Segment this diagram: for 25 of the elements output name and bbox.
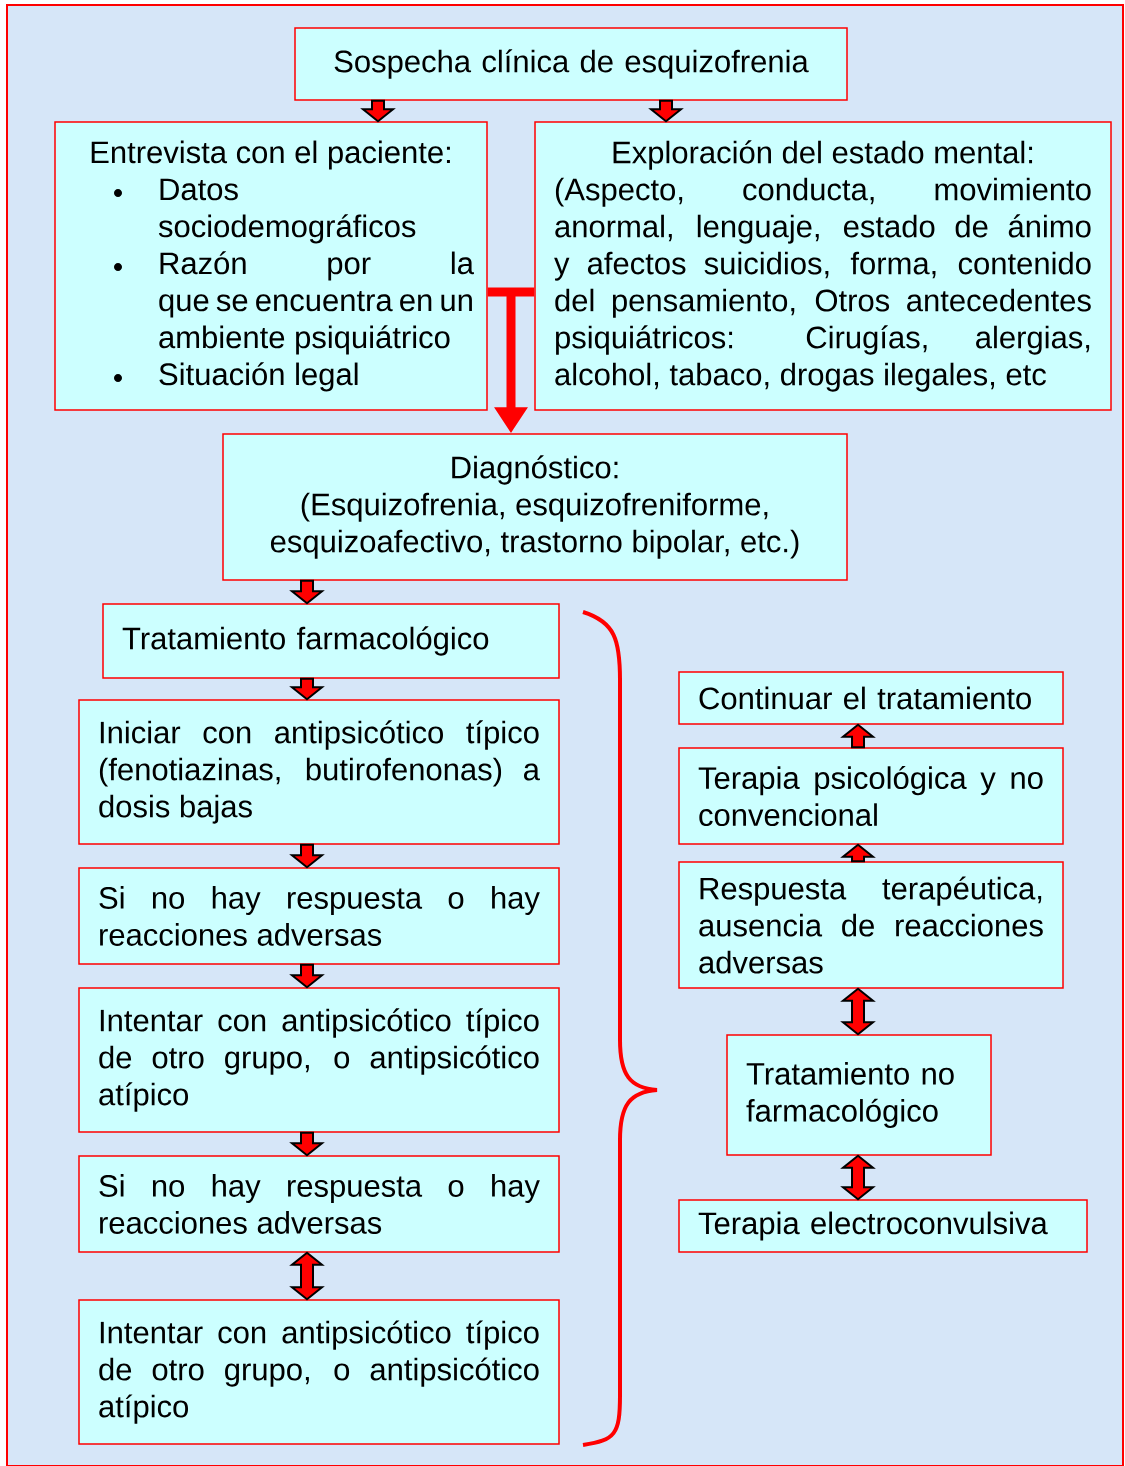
block-arrow — [289, 1131, 325, 1157]
block-arrow — [840, 987, 876, 1036]
block-arrow — [289, 963, 325, 989]
block-arrow — [289, 677, 325, 701]
process-box: Tratamiento farmacológico — [102, 603, 560, 679]
process-box: Exploración del estado mental: (Aspecto, conducta, movimiento anormal, lenguaje, estado de ánimo y afectos suicidios, forma, contenido del pensamiento, Otros antecedentes psiquiátricos: Cirugías, alergias, alcohol, tabaco, drogas ilegales, etc — [534, 121, 1112, 411]
block-arrow — [840, 1154, 876, 1201]
process-box: Terapia electroconvulsiva — [678, 1199, 1088, 1253]
process-box: Entrevista con el paciente: Datos sociodemográficos Razón por la que se encuentra en un ambiente psiquiátrico Situación legal — [54, 121, 488, 411]
process-box: Intentar con antipsicótico típico de otro grupo, o antipsicótico atípico — [78, 1299, 560, 1445]
block-arrow — [289, 579, 325, 605]
process-box: Si no hay respuesta o hay reacciones adversas — [78, 867, 560, 965]
process-box: Continuar el tratamiento — [678, 671, 1064, 725]
process-box: Terapia psicológica y no convencional — [678, 747, 1064, 845]
block-arrow — [648, 99, 684, 123]
process-box: Respuesta terapéutica, ausencia de reacciones adversas — [678, 861, 1064, 989]
block-arrow — [289, 843, 325, 869]
process-box: Iniciar con antipsicótico típico (fenotiazinas, butirofenonas) a dosis bajas — [78, 699, 560, 845]
block-arrow — [289, 1251, 325, 1301]
process-box: Tratamiento no farmacológico — [726, 1034, 992, 1156]
process-box: Sospecha clínica de esquizofrenia — [294, 27, 848, 101]
process-box: Si no hay respuesta o hay reacciones adversas — [78, 1155, 560, 1253]
block-arrow — [360, 99, 396, 123]
process-box: Diagnóstico: (Esquizofrenia, esquizofreniforme, esquizoafectivo, trastorno bipolar, etc.) — [222, 433, 848, 581]
process-box: Intentar con antipsicótico típico de otro grupo, o antipsicótico atípico — [78, 987, 560, 1133]
